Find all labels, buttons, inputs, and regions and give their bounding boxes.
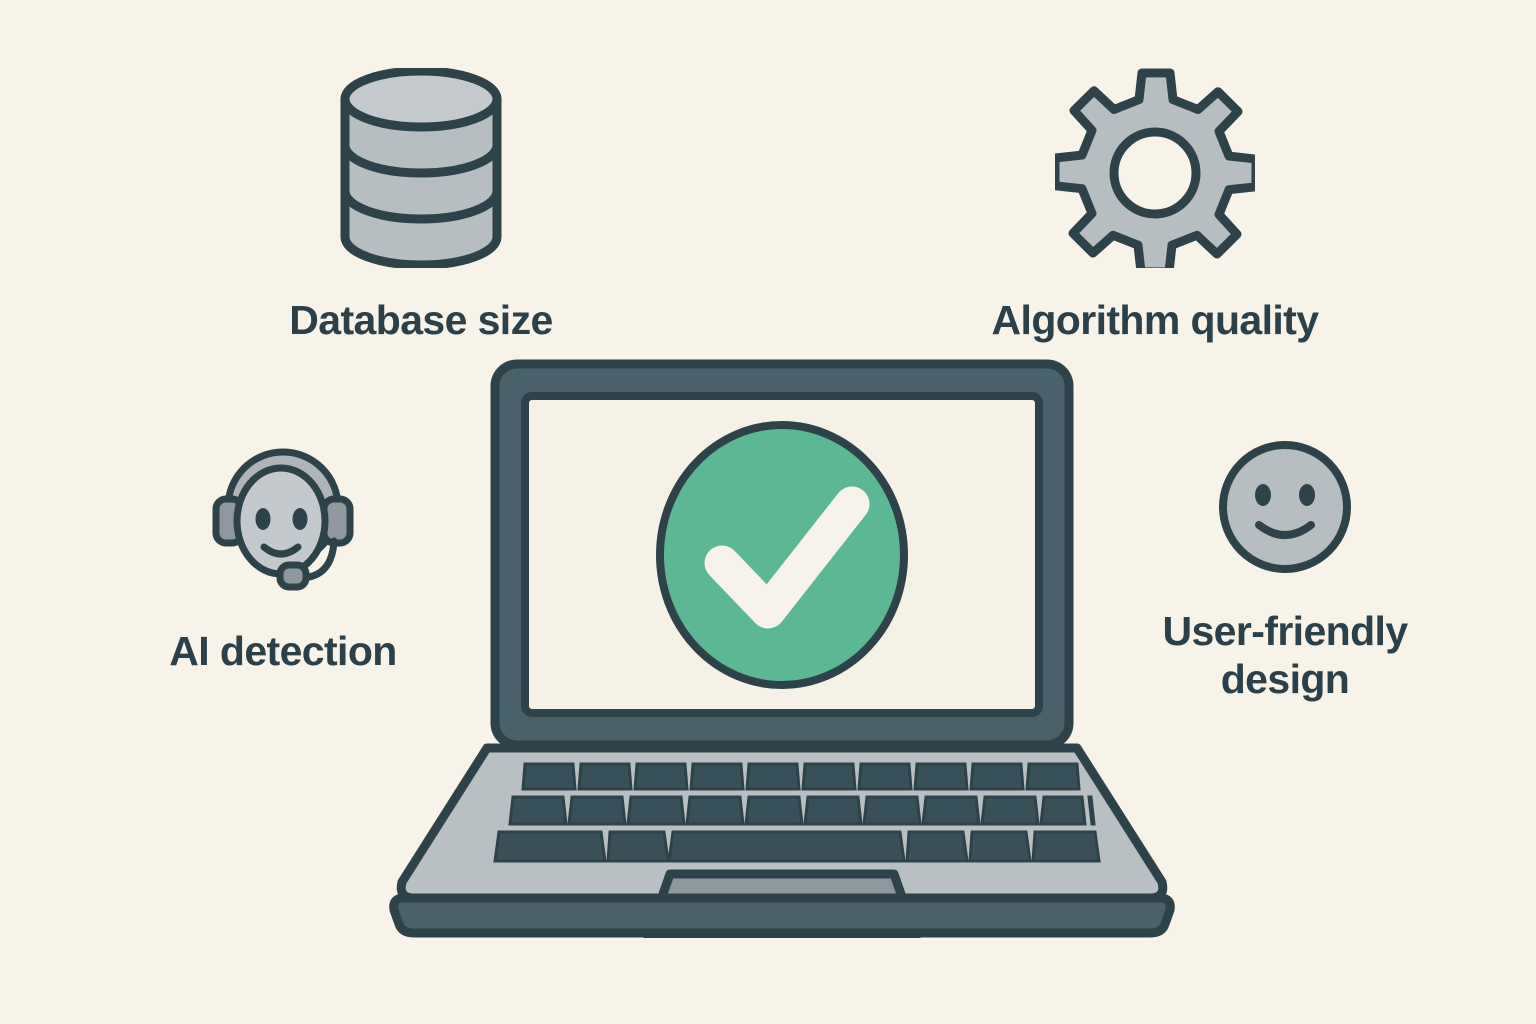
keyboard-row-1 [521, 762, 1081, 791]
feature-algorithm-quality[interactable]: Algorithm quality [900, 68, 1410, 344]
headset-support-icon [208, 437, 358, 597]
feature-label-ai-detection: AI detection [169, 628, 397, 674]
feature-label-algorithm-quality: Algorithm quality [991, 297, 1320, 343]
smiley-face-icon [1215, 437, 1355, 577]
checkmark-circle-icon [656, 421, 908, 689]
keyboard-row-2 [508, 795, 1096, 826]
feature-database-size[interactable]: Database size [206, 66, 636, 344]
keyboard-row-3 [493, 830, 1101, 863]
feature-label-user-friendly-design: User-friendly design [1162, 608, 1408, 703]
feature-user-friendly-design[interactable]: User-friendly design [1105, 437, 1465, 704]
feature-label-database-size: Database size [289, 297, 553, 343]
keyboard-keys [493, 762, 1101, 863]
database-icon [331, 66, 511, 270]
gear-icon [1050, 68, 1261, 277]
laptop-base [389, 893, 1175, 938]
laptop-icon[interactable] [382, 358, 1182, 942]
feature-ai-detection[interactable]: AI detection [113, 437, 453, 675]
